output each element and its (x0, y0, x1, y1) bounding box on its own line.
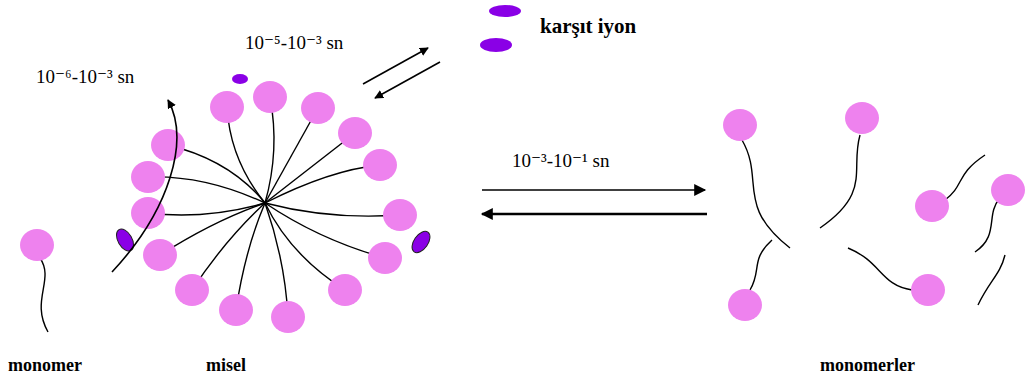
tail (742, 140, 790, 248)
tail (265, 108, 318, 203)
counter-ion (232, 74, 248, 84)
head (368, 242, 402, 274)
head (728, 289, 762, 321)
counter-ion (113, 226, 137, 254)
exchange-arrow (112, 100, 177, 272)
tail (192, 203, 265, 290)
head (911, 274, 945, 306)
counter-ions (113, 5, 521, 256)
head (383, 199, 417, 231)
counter-ion (480, 38, 512, 52)
tail (265, 203, 385, 258)
head (151, 129, 185, 161)
tail (265, 203, 400, 216)
tail (975, 198, 1000, 252)
head (143, 239, 177, 271)
tail (265, 203, 345, 290)
monomer-heads (723, 102, 1025, 321)
micelle-tails (148, 97, 400, 317)
tail (236, 203, 265, 310)
head (219, 294, 253, 326)
head (363, 149, 397, 181)
time-label: 10⁻⁶-10⁻³ sn (36, 66, 134, 88)
head (20, 229, 54, 261)
head (253, 81, 287, 113)
head (175, 274, 209, 306)
caption-label: monomer (8, 355, 82, 376)
time-label: 10⁻³-10⁻¹ sn (512, 150, 609, 172)
head (338, 117, 372, 149)
counter-ion (489, 5, 521, 17)
head (915, 190, 949, 222)
head (723, 109, 757, 141)
head (328, 274, 362, 306)
equilibrium-arrow (482, 189, 705, 191)
head (991, 174, 1025, 206)
ion-arrow (375, 62, 440, 98)
tail (978, 255, 1005, 305)
head (271, 301, 305, 333)
head (845, 102, 879, 134)
caption-label: misel (206, 355, 246, 376)
tail (265, 165, 380, 203)
counter-ion-label: karşıt iyon (540, 14, 636, 38)
counter-ion (408, 228, 433, 256)
tail (750, 240, 772, 290)
head (210, 91, 244, 123)
head (301, 92, 335, 124)
tail (820, 135, 860, 228)
tail (40, 258, 48, 332)
ion-arrow (363, 48, 428, 84)
time-label: 10⁻⁵-10⁻³ sn (245, 32, 343, 54)
monomer-tails (742, 135, 1005, 305)
tail (848, 248, 912, 290)
caption-label: monomerler (820, 355, 915, 376)
tail (945, 155, 985, 200)
free-monomer (40, 258, 48, 332)
equilibrium-arrow (482, 213, 707, 216)
head (131, 161, 165, 193)
tail (265, 133, 355, 203)
micelle-heads (131, 81, 417, 333)
tail (168, 145, 265, 203)
tail (265, 203, 288, 317)
